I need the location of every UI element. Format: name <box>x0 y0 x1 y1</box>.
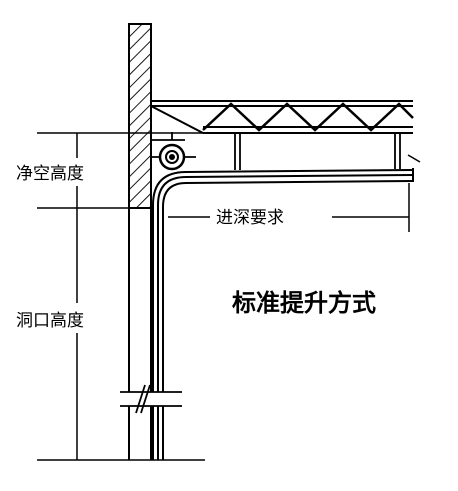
depth-dimension <box>168 183 410 232</box>
ceiling-truss <box>150 100 414 134</box>
depth-requirement-label: 进深要求 <box>216 208 284 228</box>
diagram-title: 标准提升方式 <box>232 289 376 317</box>
track-hangers <box>234 133 401 170</box>
dimension-lines <box>37 132 208 461</box>
wall-section <box>128 23 152 460</box>
clear-height-label: 净空高度 <box>16 164 84 184</box>
opening-height-label: 洞口高度 <box>16 311 84 331</box>
door-tracks <box>152 154 421 460</box>
break-mark <box>120 384 182 414</box>
circle-roller-icon <box>158 143 186 171</box>
